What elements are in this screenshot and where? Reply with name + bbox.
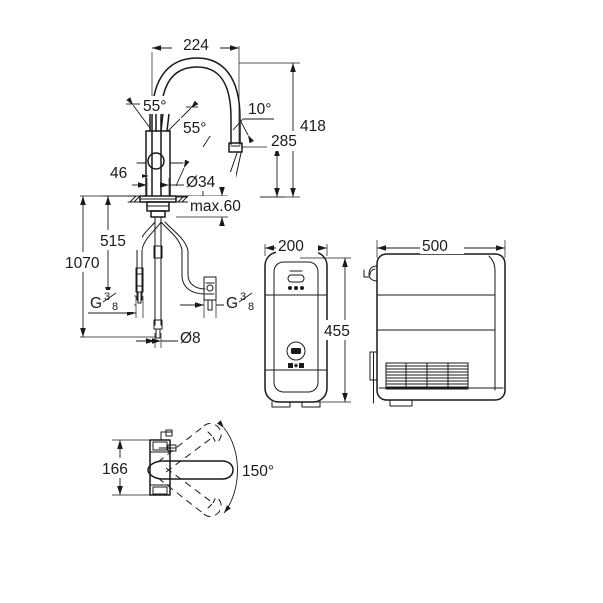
dimension-label-224: 224 — [183, 37, 209, 54]
dimension-cooler-width: 200 — [264, 236, 328, 256]
dimension-handle-offset: 46 — [108, 164, 148, 182]
dimension-cooler-depth: 500 — [376, 236, 506, 258]
rear-cable-outlet — [363, 265, 378, 282]
rear-lower-connector — [369, 351, 378, 404]
faucet-base-flange — [127, 195, 191, 218]
cooler-front-foot-right — [301, 401, 321, 408]
dimension-label-455: 455 — [324, 323, 350, 340]
vent-slot-icon — [287, 270, 305, 283]
faucet-elevation-view: 224 418 285 — [63, 36, 340, 348]
dimension-label-500: 500 — [422, 238, 448, 255]
cooler-side-body — [376, 253, 506, 401]
dimension-swivel-depth: 166 — [100, 439, 150, 496]
cooler-side-foot — [389, 399, 413, 407]
faucet-plan-body — [149, 429, 177, 496]
dimension-supply-length: 515 — [98, 195, 142, 297]
thread-label-left: G 3 8 — [88, 290, 144, 318]
faucet-plan-spout-center — [147, 460, 234, 480]
dimension-label-max-60: max.60 — [190, 198, 241, 215]
dimension-label-diameter-8: Ø8 — [180, 330, 201, 347]
cooler-front-foot-left — [271, 401, 291, 408]
hose-connector-right — [203, 276, 217, 311]
angle-label-10: 10° — [248, 101, 271, 118]
faucet-outline — [127, 57, 243, 218]
co2-label-icon — [288, 363, 304, 368]
angle-label-55-front: 55° — [183, 120, 206, 137]
faucet-plan-view: 150° 166 — [100, 420, 298, 517]
angle-label-150: 150° — [242, 463, 274, 480]
hose-fitting-left — [135, 267, 144, 304]
dimension-tube-diameter: Ø8 — [136, 327, 220, 348]
thread-label-right-numerator: 3 — [240, 291, 246, 303]
dimension-label-diameter-34: Ø34 — [186, 174, 216, 191]
thread-label-left-whole: G — [90, 295, 102, 312]
dimension-label-285: 285 — [271, 133, 297, 150]
angle-label-55-back: 55° — [143, 98, 166, 115]
dimension-label-1070: 1070 — [65, 255, 100, 272]
angle-handle-swing-back: 55° — [126, 96, 199, 132]
dimension-hose-length: 1070 — [63, 195, 156, 338]
cooler-front-view: 200 455 — [264, 236, 368, 408]
spout-outlet — [228, 142, 243, 153]
supply-hoses — [135, 216, 217, 339]
dimension-cooler-height: 455 — [300, 257, 368, 403]
dimension-label-418: 418 — [300, 118, 326, 135]
cooler-side-view: 500 — [363, 236, 506, 407]
cooler-front-body — [264, 251, 328, 403]
dimension-label-200: 200 — [278, 238, 304, 255]
indicator-dots-icon — [288, 286, 304, 290]
angle-handle-swing-front: 55° — [175, 118, 222, 187]
thread-label-left-denominator: 8 — [112, 301, 118, 313]
dimension-label-166: 166 — [102, 461, 128, 478]
thread-label-left-numerator: 3 — [104, 291, 110, 303]
dimension-max-worktop: max.60 — [176, 187, 260, 226]
angle-outlet: 10° — [232, 100, 287, 144]
cooler-side-fold — [488, 255, 496, 391]
filter-badge-icon — [286, 341, 306, 361]
swivel-arc — [217, 420, 238, 514]
thread-label-right-denominator: 8 — [248, 301, 254, 313]
dimension-label-46: 46 — [110, 165, 127, 182]
thread-label-right-whole: G — [226, 295, 238, 312]
cooler-front-panel — [273, 261, 319, 393]
thread-label-right: G 3 8 — [180, 290, 270, 318]
dimension-spout-reach: 224 — [151, 36, 240, 144]
ventilation-grille — [385, 362, 469, 390]
dimension-label-515: 515 — [100, 233, 126, 250]
dimension-base-diameter: Ø34 — [132, 172, 236, 196]
